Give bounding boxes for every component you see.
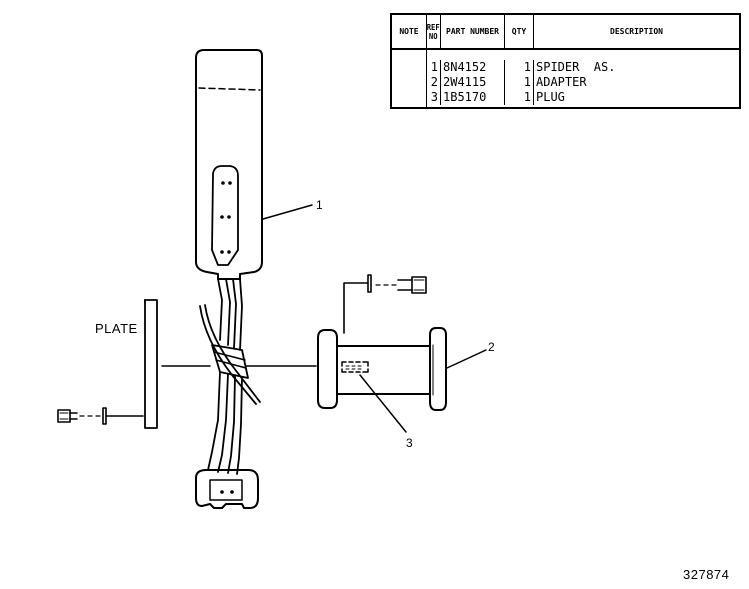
row-description: ADAPTER [536, 75, 587, 89]
bolt-top [343, 274, 427, 334]
header-note: NOTE [392, 15, 427, 48]
row-ref-no: 2 [427, 75, 441, 90]
row-ref-no: 3 [427, 90, 441, 105]
header-ref-no: REF NO [427, 15, 441, 48]
table-row: 2 2W4115 1 ADAPTER [392, 75, 739, 90]
callout-1-leader [262, 204, 313, 220]
table-row: 1 8N4152 1 SPIDER AS. [392, 60, 739, 75]
header-part-number: PART NUMBER [441, 15, 505, 48]
row-qty: 1 [505, 60, 534, 75]
parts-table-header: NOTE REF NO PART NUMBER QTY DESCRIPTION [392, 15, 739, 50]
row-part-number: 1B5170 [441, 90, 505, 105]
row-qty: 1 [505, 90, 534, 105]
header-description: DESCRIPTION [610, 27, 663, 36]
table-row: 3 1B5170 1 PLUG [392, 90, 739, 105]
row-description: SPIDER AS. [536, 60, 616, 74]
bolt-left [57, 407, 144, 425]
spider-assembly [195, 49, 263, 509]
row-part-number: 8N4152 [441, 60, 505, 75]
plate [144, 299, 158, 429]
figure-number: 327874 [683, 567, 730, 582]
parts-table: NOTE REF NO PART NUMBER QTY DESCRIPTION … [390, 13, 741, 109]
header-qty: QTY [505, 15, 534, 48]
row-ref-no: 1 [427, 60, 441, 75]
callout-1-label: 1 [316, 198, 323, 212]
row-qty: 1 [505, 75, 534, 90]
row-part-number: 2W4115 [441, 75, 505, 90]
callout-3-label: 3 [406, 436, 413, 450]
row-description: PLUG [536, 90, 565, 104]
plate-label: PLATE [95, 321, 138, 336]
callout-3-leader [359, 374, 407, 433]
parts-table-body: 1 8N4152 1 SPIDER AS. 2 2W4115 1 ADAPTER… [392, 50, 739, 107]
callout-2-leader [446, 349, 487, 369]
column-divider [426, 50, 427, 107]
adapter [317, 327, 447, 411]
callout-2-label: 2 [488, 340, 495, 354]
